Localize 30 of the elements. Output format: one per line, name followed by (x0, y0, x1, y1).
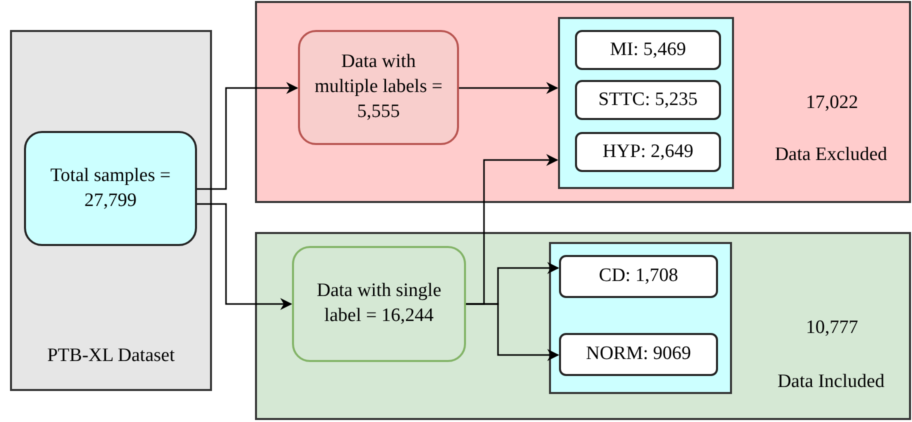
box-text: MI: 5,469 (610, 38, 686, 62)
arrow (466, 303, 560, 361)
class-box (559, 333, 718, 376)
panel-text: 10,777 (804, 316, 860, 340)
arrow (197, 82, 298, 190)
excluded-panel (255, 1, 911, 203)
class-box (575, 80, 721, 120)
panel-text: Data Excluded (774, 143, 888, 167)
box-text: Total samples = 27,799 (49, 164, 172, 212)
box-text: NORM: 9069 (586, 342, 692, 366)
process-box (292, 246, 466, 362)
box-text: STTC: 5,235 (598, 88, 698, 112)
box-text: CD: 1,708 (598, 264, 678, 288)
arrow (459, 82, 558, 94)
box-text: Data with multiple labels = 5,555 (314, 50, 444, 124)
class-box (575, 30, 721, 70)
box-text: Data with single label = 16,244 (316, 279, 442, 328)
class-box (575, 132, 721, 172)
dataset-panel (10, 30, 212, 391)
panel-text: 17,022 (804, 91, 860, 115)
included-panel (255, 232, 911, 420)
process-box (298, 30, 459, 145)
panel-text: PTB-XL Dataset (46, 344, 176, 368)
class-group-box (558, 17, 734, 189)
box-text: HYP: 2,649 (602, 140, 694, 164)
class-box (559, 255, 718, 298)
process-box (24, 131, 197, 246)
class-group-box (549, 242, 732, 394)
panel-text: Data Included (776, 370, 886, 394)
arrow (197, 203, 292, 310)
